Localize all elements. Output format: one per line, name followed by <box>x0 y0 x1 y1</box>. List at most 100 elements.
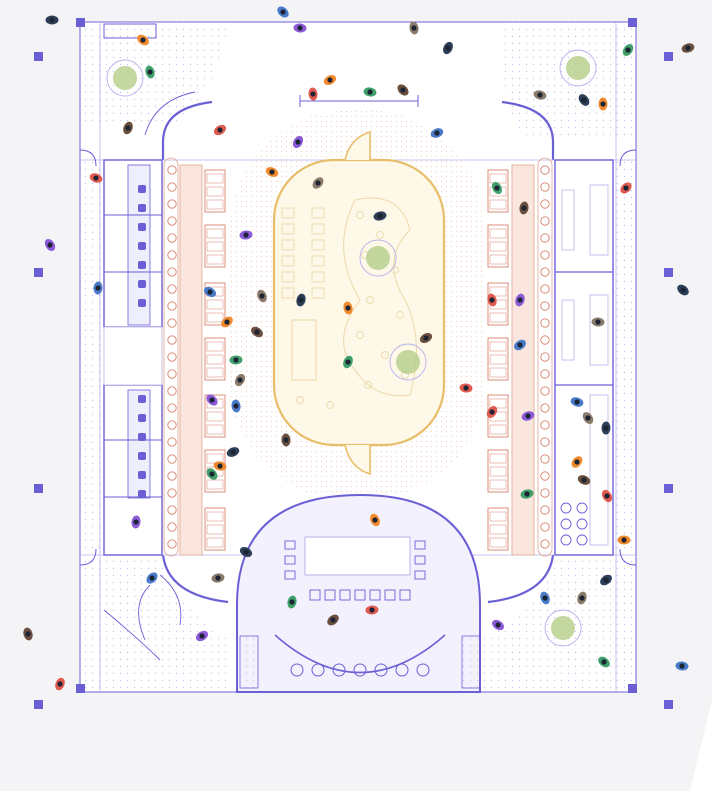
stool-icon <box>540 386 550 396</box>
stool-icon <box>540 284 550 294</box>
person-head <box>327 77 333 83</box>
person-head <box>494 185 500 191</box>
booth-seat <box>206 173 224 184</box>
person-head <box>283 437 289 443</box>
booth-seat <box>489 199 507 210</box>
stool-icon <box>540 335 550 345</box>
sink-icon <box>138 185 146 193</box>
stool-icon <box>167 267 177 277</box>
person-head <box>623 185 629 191</box>
stool-icon <box>540 216 550 226</box>
booth-seat <box>206 241 224 252</box>
person-head <box>525 413 531 419</box>
person-head <box>574 399 580 405</box>
stool-icon <box>167 471 177 481</box>
person-head <box>585 415 591 421</box>
person-head <box>463 385 469 391</box>
sink-icon <box>138 204 146 212</box>
burner-icon <box>560 534 572 546</box>
booth-seat <box>489 367 507 378</box>
person-head <box>133 519 139 525</box>
chair-icon <box>399 589 411 601</box>
person-head <box>95 285 101 291</box>
stool-icon <box>167 216 177 226</box>
person-head <box>603 425 609 431</box>
person-head <box>259 293 265 299</box>
bench-icon <box>281 271 295 283</box>
person-head <box>604 493 610 499</box>
stool-icon <box>540 539 550 549</box>
booth-seat <box>489 241 507 252</box>
person-head <box>25 631 31 637</box>
person-head <box>147 69 153 75</box>
stool-icon <box>353 663 367 677</box>
left-service-block <box>103 159 163 556</box>
stool-icon <box>540 318 550 328</box>
person-head <box>330 617 336 623</box>
person-head <box>434 130 440 136</box>
stool-icon <box>290 663 304 677</box>
stool-icon <box>167 182 177 192</box>
tree-icon <box>551 616 575 640</box>
person-head <box>269 169 275 175</box>
chair-icon <box>384 589 396 601</box>
chair-icon <box>414 570 426 580</box>
booth-icon <box>204 169 226 213</box>
person-head <box>579 595 585 601</box>
booth-icon <box>204 337 226 381</box>
person-head <box>243 549 249 555</box>
booth-icon <box>487 449 509 493</box>
doors <box>79 23 637 566</box>
stool-icon <box>311 663 325 677</box>
person-head <box>295 139 301 145</box>
column-icon <box>664 484 673 493</box>
booth-seat <box>489 511 507 522</box>
person-head <box>600 101 606 107</box>
booth-seat <box>489 254 507 265</box>
booth-seat <box>206 299 224 310</box>
chair-icon <box>354 589 366 601</box>
booth-seat <box>206 424 224 435</box>
chair-icon <box>324 589 336 601</box>
stool-icon <box>167 318 177 328</box>
planter-ring <box>106 59 144 97</box>
stool-icon <box>167 539 177 549</box>
booth-seat <box>489 537 507 548</box>
stool-icon <box>167 386 177 396</box>
booth-seat <box>206 367 224 378</box>
bench-icon <box>281 255 295 267</box>
stool-icon <box>540 437 550 447</box>
bench-icon <box>311 255 325 267</box>
booth-seat <box>206 199 224 210</box>
stool-icon <box>540 505 550 515</box>
sink-icon <box>138 223 146 231</box>
stool-icon <box>167 352 177 362</box>
bench-icon <box>281 207 295 219</box>
person-head <box>207 289 213 295</box>
chair-icon <box>339 589 351 601</box>
person-head <box>49 17 55 23</box>
curved-benches <box>103 91 196 661</box>
person-head <box>601 659 607 665</box>
person-head <box>517 297 523 303</box>
person-head <box>237 377 243 383</box>
person-head <box>400 87 406 93</box>
person-head <box>297 25 303 31</box>
bench-icon <box>311 287 325 299</box>
person-head <box>423 335 429 341</box>
stool-icon <box>540 403 550 413</box>
person-head <box>595 319 601 325</box>
stool-icon <box>364 381 372 389</box>
booth-seat <box>206 254 224 265</box>
stool-icon <box>540 301 550 311</box>
stool-icon <box>395 663 409 677</box>
person-head <box>377 213 383 219</box>
person-head <box>574 459 580 465</box>
person-head <box>230 449 236 455</box>
chair-icon <box>414 540 426 550</box>
chair-icon <box>309 589 321 601</box>
person-head <box>521 205 527 211</box>
stool-icon <box>167 250 177 260</box>
burner-icon <box>576 502 588 514</box>
